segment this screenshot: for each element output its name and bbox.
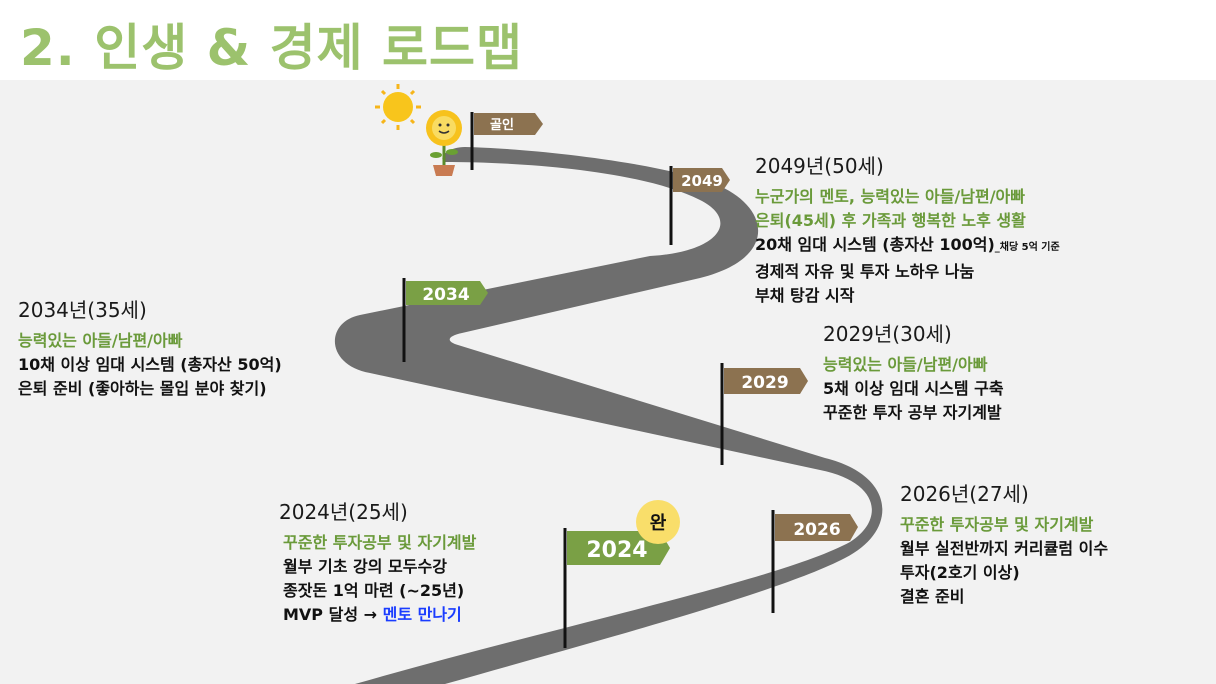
done-badge-label: 완	[650, 513, 667, 534]
flag-2024-label: 2024	[586, 538, 647, 563]
done-badge	[636, 500, 680, 544]
milestone-2034: 2034년(35세) 능력있는 아들/남편/아빠 10채 이상 임대 시스템 (…	[18, 294, 282, 401]
milestone-line: 능력있는 아들/남편/아빠	[823, 355, 988, 374]
milestone-line: 월부 기초 강의 모두수강	[283, 557, 447, 576]
milestone-line: 5채 이상 임대 시스템 구축	[823, 379, 1004, 398]
flag-2029-label: 2029	[741, 373, 788, 393]
milestone-line: 결혼 준비	[900, 587, 965, 606]
flag-2024	[567, 531, 670, 565]
milestone-heading: 2049년(50세)	[755, 154, 884, 178]
milestone-heading: 2024년(25세)	[279, 500, 408, 524]
milestone-line-note: _채당 5억 기준	[994, 242, 1060, 253]
flag-2049-label: 2049	[681, 172, 723, 190]
milestone-line: 투자(2호기 이상)	[900, 563, 1020, 582]
flag-2049	[673, 168, 730, 192]
milestone-line: 부채 탕감 시작	[755, 286, 855, 305]
milestone-heading: 2029년(30세)	[823, 322, 952, 346]
milestone-line: 10채 이상 임대 시스템 (총자산 50억)	[18, 355, 282, 374]
title-bar: 2. 인생 & 경제 로드맵	[0, 0, 1216, 80]
milestone-line: 꾸준한 투자 공부 자기계발	[823, 403, 1002, 422]
sunflower-pot-icon	[426, 110, 462, 176]
goal-flag	[474, 113, 543, 135]
milestone-2026: 2026년(27세) 꾸준한 투자공부 및 자기계발 월부 실전반까지 커리큘럼…	[900, 478, 1108, 609]
milestone-2024: 2024년(25세) 꾸준한 투자공부 및 자기계발 월부 기초 강의 모두수강…	[279, 496, 476, 627]
milestone-2029: 2029년(30세) 능력있는 아들/남편/아빠 5채 이상 임대 시스템 구축…	[823, 318, 1004, 425]
milestone-heading: 2034년(35세)	[18, 298, 147, 322]
milestone-line: 월부 실전반까지 커리큘럼 이수	[900, 539, 1109, 558]
milestone-line-text: 20채 임대 시스템 (총자산 100억)	[755, 235, 995, 254]
flag-2029	[724, 368, 808, 394]
goal-flag-label: 골인	[490, 117, 514, 133]
roadmap-diagram: 골인 2049 2034 2029 2026 2024 완	[334, 84, 883, 684]
roadmap-canvas: 골인 2049 2034 2029 2026 2024 완 2049년(50세)…	[0, 80, 1216, 684]
milestone-line: 20채 임대 시스템 (총자산 100억)_채당 5억 기준	[755, 233, 1060, 260]
milestone-line: 은퇴(45세) 후 가족과 행복한 노후 생활	[755, 211, 1026, 230]
flag-2026-label: 2026	[793, 520, 840, 540]
flag-2034-label: 2034	[422, 285, 469, 305]
milestone-2049: 2049년(50세) 누군가의 멘토, 능력있는 아들/남편/아빠 은퇴(45세…	[755, 150, 1060, 308]
milestone-heading: 2026년(27세)	[900, 482, 1029, 506]
flag-2026	[775, 514, 858, 541]
flag-2034	[406, 281, 488, 305]
milestone-line: 능력있는 아들/남편/아빠	[18, 331, 183, 350]
milestone-line: 꾸준한 투자공부 및 자기계발	[900, 515, 1094, 534]
winding-road	[334, 147, 883, 684]
milestone-line: 꾸준한 투자공부 및 자기계발	[283, 533, 477, 552]
milestone-line: 은퇴 준비 (좋아하는 몰입 분야 찾기)	[18, 379, 267, 398]
milestone-line: 경제적 자유 및 투자 노하우 나눔	[755, 262, 975, 281]
milestone-line: 누군가의 멘토, 능력있는 아들/남편/아빠	[755, 187, 1025, 206]
page-title: 2. 인생 & 경제 로드맵	[20, 19, 524, 77]
milestone-line: 종잣돈 1억 마련 (~25년)	[283, 581, 465, 600]
sun-icon	[375, 84, 421, 130]
milestone-line-text: MVP 달성 →	[283, 605, 383, 624]
milestone-line: MVP 달성 → 멘토 만나기	[283, 603, 476, 627]
mentor-highlight: 멘토 만나기	[382, 605, 462, 624]
